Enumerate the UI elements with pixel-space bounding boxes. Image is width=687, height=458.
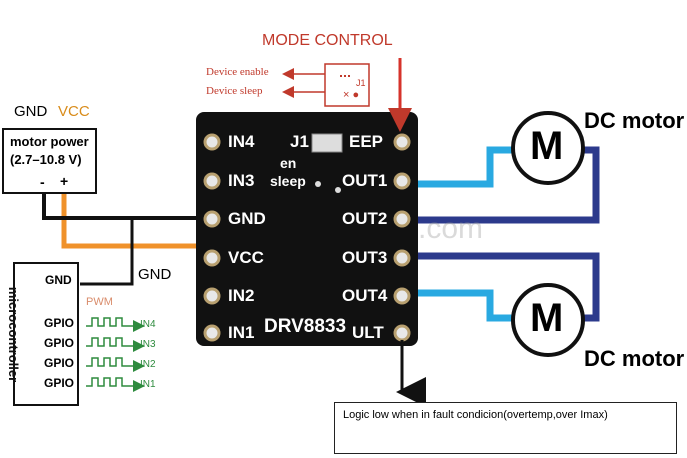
gpio-label: GPIO [44,336,75,350]
motor-top-symbol: M [530,124,564,168]
motor-power-plus: + [60,173,69,189]
board-en-label: en [280,155,297,171]
microcontroller-label-wrap: microcontroller [0,262,30,406]
fault-note-box [334,402,677,454]
pin-label-left: GND [228,209,266,228]
pwm-label: PWM [86,296,113,308]
motor-top-wires [415,146,600,224]
pin-label-right: EEP [349,132,384,151]
board-jumper-pads [311,133,343,153]
board-sleep-label: sleep [270,173,306,189]
driver-board [196,112,418,346]
pwm-signals [86,317,145,392]
motor-top [511,111,585,185]
gnd-wire [42,194,200,220]
pin-label-left: IN2 [228,286,255,305]
mc-gnd-label: GND [45,273,72,287]
board-dots [315,181,341,193]
motor-power-box [2,128,97,194]
pwm-input-label: IN2 [140,359,156,370]
device-enable-label: Device enable [206,66,269,78]
microcontroller-box [13,262,79,406]
motor-power-minus: - [40,174,45,190]
mc-gnd-wire [80,218,134,286]
motor-top-label: DC motor [584,108,685,133]
mc-gnd-wire-label: GND [138,266,172,283]
power-gnd-label: GND [14,103,48,120]
pin-label-right: OUT3 [342,248,388,267]
board-pads [203,133,411,342]
pwm-input-label: IN4 [140,319,156,330]
gpio-label: GPIO [44,316,75,330]
board-name: DRV8833 [264,316,347,337]
microcontroller-label: microcontroller [6,286,22,382]
pin-label-right: OUT4 [342,286,388,305]
gpio-label: GPIO [44,356,75,370]
pin-label-left: IN4 [228,132,255,151]
motor-bottom-wires [415,252,600,322]
motor-bottom-symbol: M [530,296,564,340]
mode-control-title: MODE CONTROL [262,32,393,49]
pwm-input-label: IN3 [140,339,156,350]
pin-label-right: ULT [352,323,384,342]
motor-bottom [511,283,585,357]
vcc-wire [61,194,200,249]
pin-label-left: IN1 [228,323,255,342]
pin-label-left: IN3 [228,171,255,190]
pin-label-right: OUT1 [342,171,388,190]
motor-bottom-label: DC motor [584,346,685,371]
fault-note: Logic low when in fault condicion(overte… [343,409,608,421]
mode-jumper-label: J1 [356,78,366,88]
gpio-label: GPIO [44,376,75,390]
motor-power-range: (2.7–10.8 V) [10,152,82,167]
motor-power-title: motor power [10,134,89,149]
power-vcc-label: VCC [58,103,90,120]
mode-jumper [324,63,370,107]
board-jumper-label: J1 [290,132,309,151]
device-sleep-label: Device sleep [206,85,263,97]
pin-label-left: VCC [228,248,264,267]
watermark: .com [418,212,484,245]
jumper-x-mark: × ● [343,89,360,101]
pin-label-right: OUT2 [342,209,388,228]
pwm-input-label: IN1 [140,379,156,390]
